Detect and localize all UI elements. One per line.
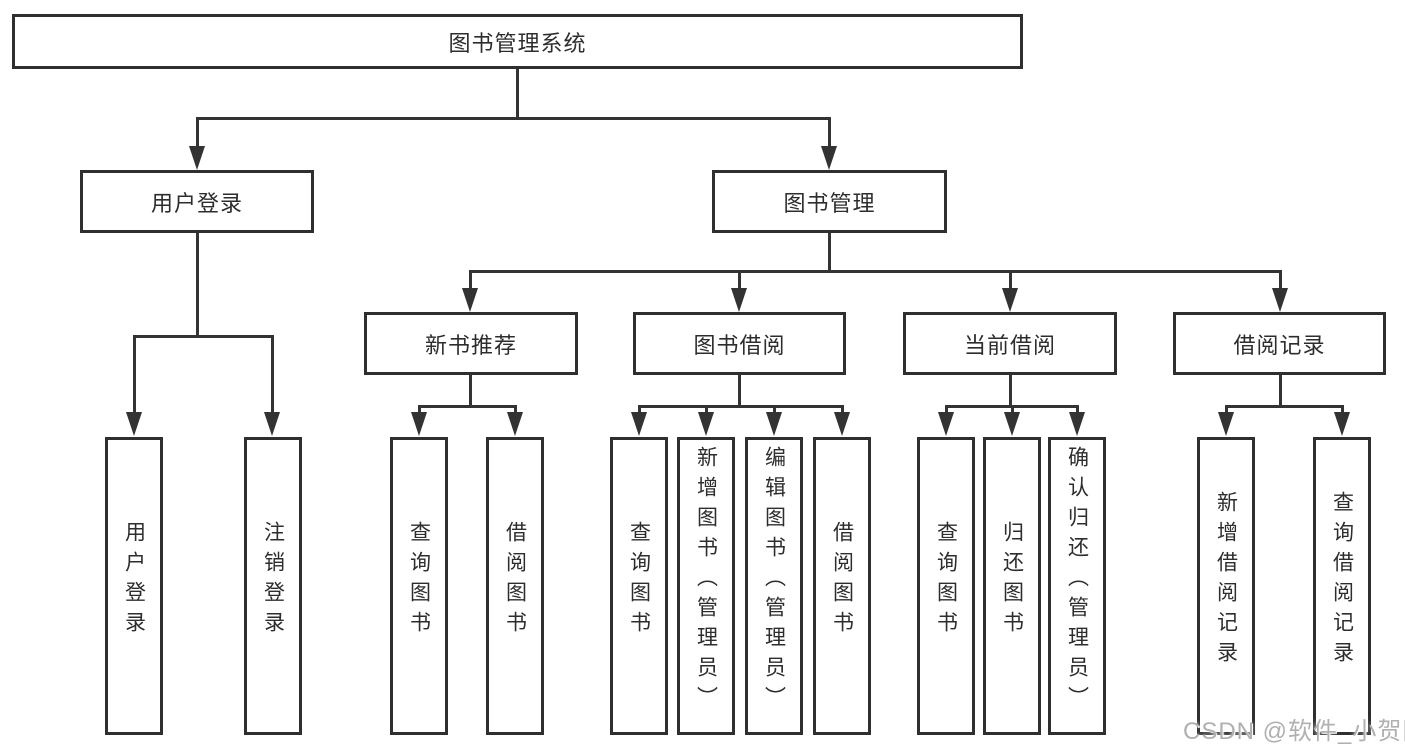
arrowhead-book-management — [821, 146, 837, 170]
connector-drop-current-borrowing — [1009, 270, 1012, 292]
leaf-cb-query-books: 查询图书 — [917, 437, 975, 735]
leaf-cb-confirm-return-admin-label: 确认归还（管理员） — [1065, 446, 1089, 716]
arrowhead-user-login — [189, 146, 205, 170]
leaf-user-login: 用户登录 — [105, 437, 163, 735]
leaf-cb-query-books-label: 查询图书 — [934, 521, 958, 641]
connector-book-borrowing-splitter — [638, 405, 844, 408]
arrowhead-nb-borrow — [507, 412, 523, 436]
arrowhead-bb-add — [698, 412, 714, 436]
leaf-bb-query-books-label: 查询图书 — [627, 521, 651, 641]
leaf-bb-edit-books-admin-label: 编辑图书（管理员） — [762, 446, 786, 716]
node-borrowing-records-label: 借阅记录 — [1233, 332, 1326, 358]
connector-new-book-splitter — [418, 405, 517, 408]
arrowhead-nb-query — [411, 412, 427, 436]
connector-drop-leaf-user-login — [133, 335, 136, 415]
connector-drop-cb-query — [945, 405, 948, 415]
connector-drop-bb-edit — [773, 405, 776, 415]
node-user-login-label: 用户登录 — [150, 190, 243, 216]
arrowhead-new-book — [462, 288, 478, 312]
arrowhead-bb-borrow — [834, 412, 850, 436]
connector-drop-bb-query — [638, 405, 641, 415]
leaf-br-query-borrow-record-label: 查询借阅记录 — [1330, 491, 1354, 671]
arrowhead-leaf-user-login — [126, 412, 142, 436]
node-root-label: 图书管理系统 — [448, 30, 587, 56]
connector-user-login-splitter — [133, 335, 274, 338]
node-book-borrowing-label: 图书借阅 — [693, 332, 786, 358]
leaf-bb-borrow-books-label: 借阅图书 — [830, 521, 854, 641]
arrowhead-cb-confirm — [1069, 412, 1085, 436]
node-user-login: 用户登录 — [80, 170, 314, 233]
connector-drop-br-query — [1341, 405, 1344, 415]
leaf-bb-add-books-admin-label: 新增图书（管理员） — [694, 446, 718, 716]
connector-drop-book-borrowing — [738, 270, 741, 292]
leaf-bb-borrow-books: 借阅图书 — [813, 437, 871, 735]
arrowhead-cb-return — [1004, 412, 1020, 436]
node-book-management-label: 图书管理 — [783, 190, 876, 216]
connector-drop-bb-add — [705, 405, 708, 415]
arrowhead-br-query — [1334, 412, 1350, 436]
arrowhead-current-borrowing — [1002, 288, 1018, 312]
connector-borrowing-records-stub — [1279, 375, 1282, 408]
leaf-logout-label: 注销登录 — [261, 521, 285, 641]
arrowhead-cb-query — [938, 412, 954, 436]
leaf-nb-borrow-books: 借阅图书 — [486, 437, 544, 735]
connector-root-stub — [516, 69, 519, 120]
node-current-borrowing: 当前借阅 — [903, 312, 1117, 375]
connector-current-borrowing-stub — [1009, 375, 1012, 408]
connector-drop-bb-borrow — [841, 405, 844, 415]
node-new-book-recommendation-label: 新书推荐 — [424, 332, 517, 358]
connector-new-book-stub — [469, 375, 472, 408]
connector-root-splitter — [196, 117, 831, 120]
connector-drop-br-add — [1225, 405, 1228, 415]
connector-drop-nb-query — [418, 405, 421, 415]
connector-book-management-splitter — [469, 270, 1282, 273]
csdn-watermark: CSDN @软件_小贺同学 — [1183, 718, 1405, 745]
arrowhead-leaf-logout — [264, 412, 280, 436]
leaf-cb-confirm-return-admin: 确认归还（管理员） — [1048, 437, 1106, 735]
leaf-br-add-borrow-record-label: 新增借阅记录 — [1214, 491, 1238, 671]
node-new-book-recommendation: 新书推荐 — [364, 312, 578, 375]
connector-drop-leaf-logout — [271, 335, 274, 415]
connector-borrowing-records-splitter — [1225, 405, 1344, 408]
arrowhead-borrowing-records — [1272, 288, 1288, 312]
node-root: 图书管理系统 — [12, 14, 1023, 69]
connector-drop-borrowing-records — [1279, 270, 1282, 292]
node-book-borrowing: 图书借阅 — [633, 312, 846, 375]
connector-user-login-stub — [196, 233, 199, 337]
connector-book-management-stub — [828, 233, 831, 273]
connector-drop-new-book — [469, 270, 472, 292]
node-book-management: 图书管理 — [712, 170, 947, 233]
connector-drop-book-management — [828, 117, 831, 150]
connector-book-borrowing-stub — [738, 375, 741, 408]
leaf-bb-edit-books-admin: 编辑图书（管理员） — [745, 437, 803, 735]
leaf-cb-return-books-label: 归还图书 — [1000, 521, 1024, 641]
node-borrowing-records: 借阅记录 — [1173, 312, 1386, 375]
connector-drop-cb-return — [1011, 405, 1014, 415]
connector-drop-cb-confirm — [1076, 405, 1079, 415]
node-current-borrowing-label: 当前借阅 — [963, 332, 1056, 358]
leaf-nb-query-books: 查询图书 — [390, 437, 448, 735]
leaf-nb-borrow-books-label: 借阅图书 — [503, 521, 527, 641]
arrowhead-bb-query — [631, 412, 647, 436]
leaf-bb-add-books-admin: 新增图书（管理员） — [677, 437, 735, 735]
arrowhead-bb-edit — [766, 412, 782, 436]
arrowhead-book-borrowing — [731, 288, 747, 312]
leaf-logout: 注销登录 — [244, 437, 302, 735]
leaf-user-login-label: 用户登录 — [122, 521, 146, 641]
leaf-cb-return-books: 归还图书 — [983, 437, 1041, 735]
connector-drop-nb-borrow — [514, 405, 517, 415]
arrowhead-br-add — [1218, 412, 1234, 436]
leaf-br-query-borrow-record: 查询借阅记录 — [1313, 437, 1371, 735]
leaf-bb-query-books: 查询图书 — [610, 437, 668, 735]
leaf-nb-query-books-label: 查询图书 — [407, 521, 431, 641]
connector-drop-user-login — [196, 117, 199, 150]
leaf-br-add-borrow-record: 新增借阅记录 — [1197, 437, 1255, 735]
